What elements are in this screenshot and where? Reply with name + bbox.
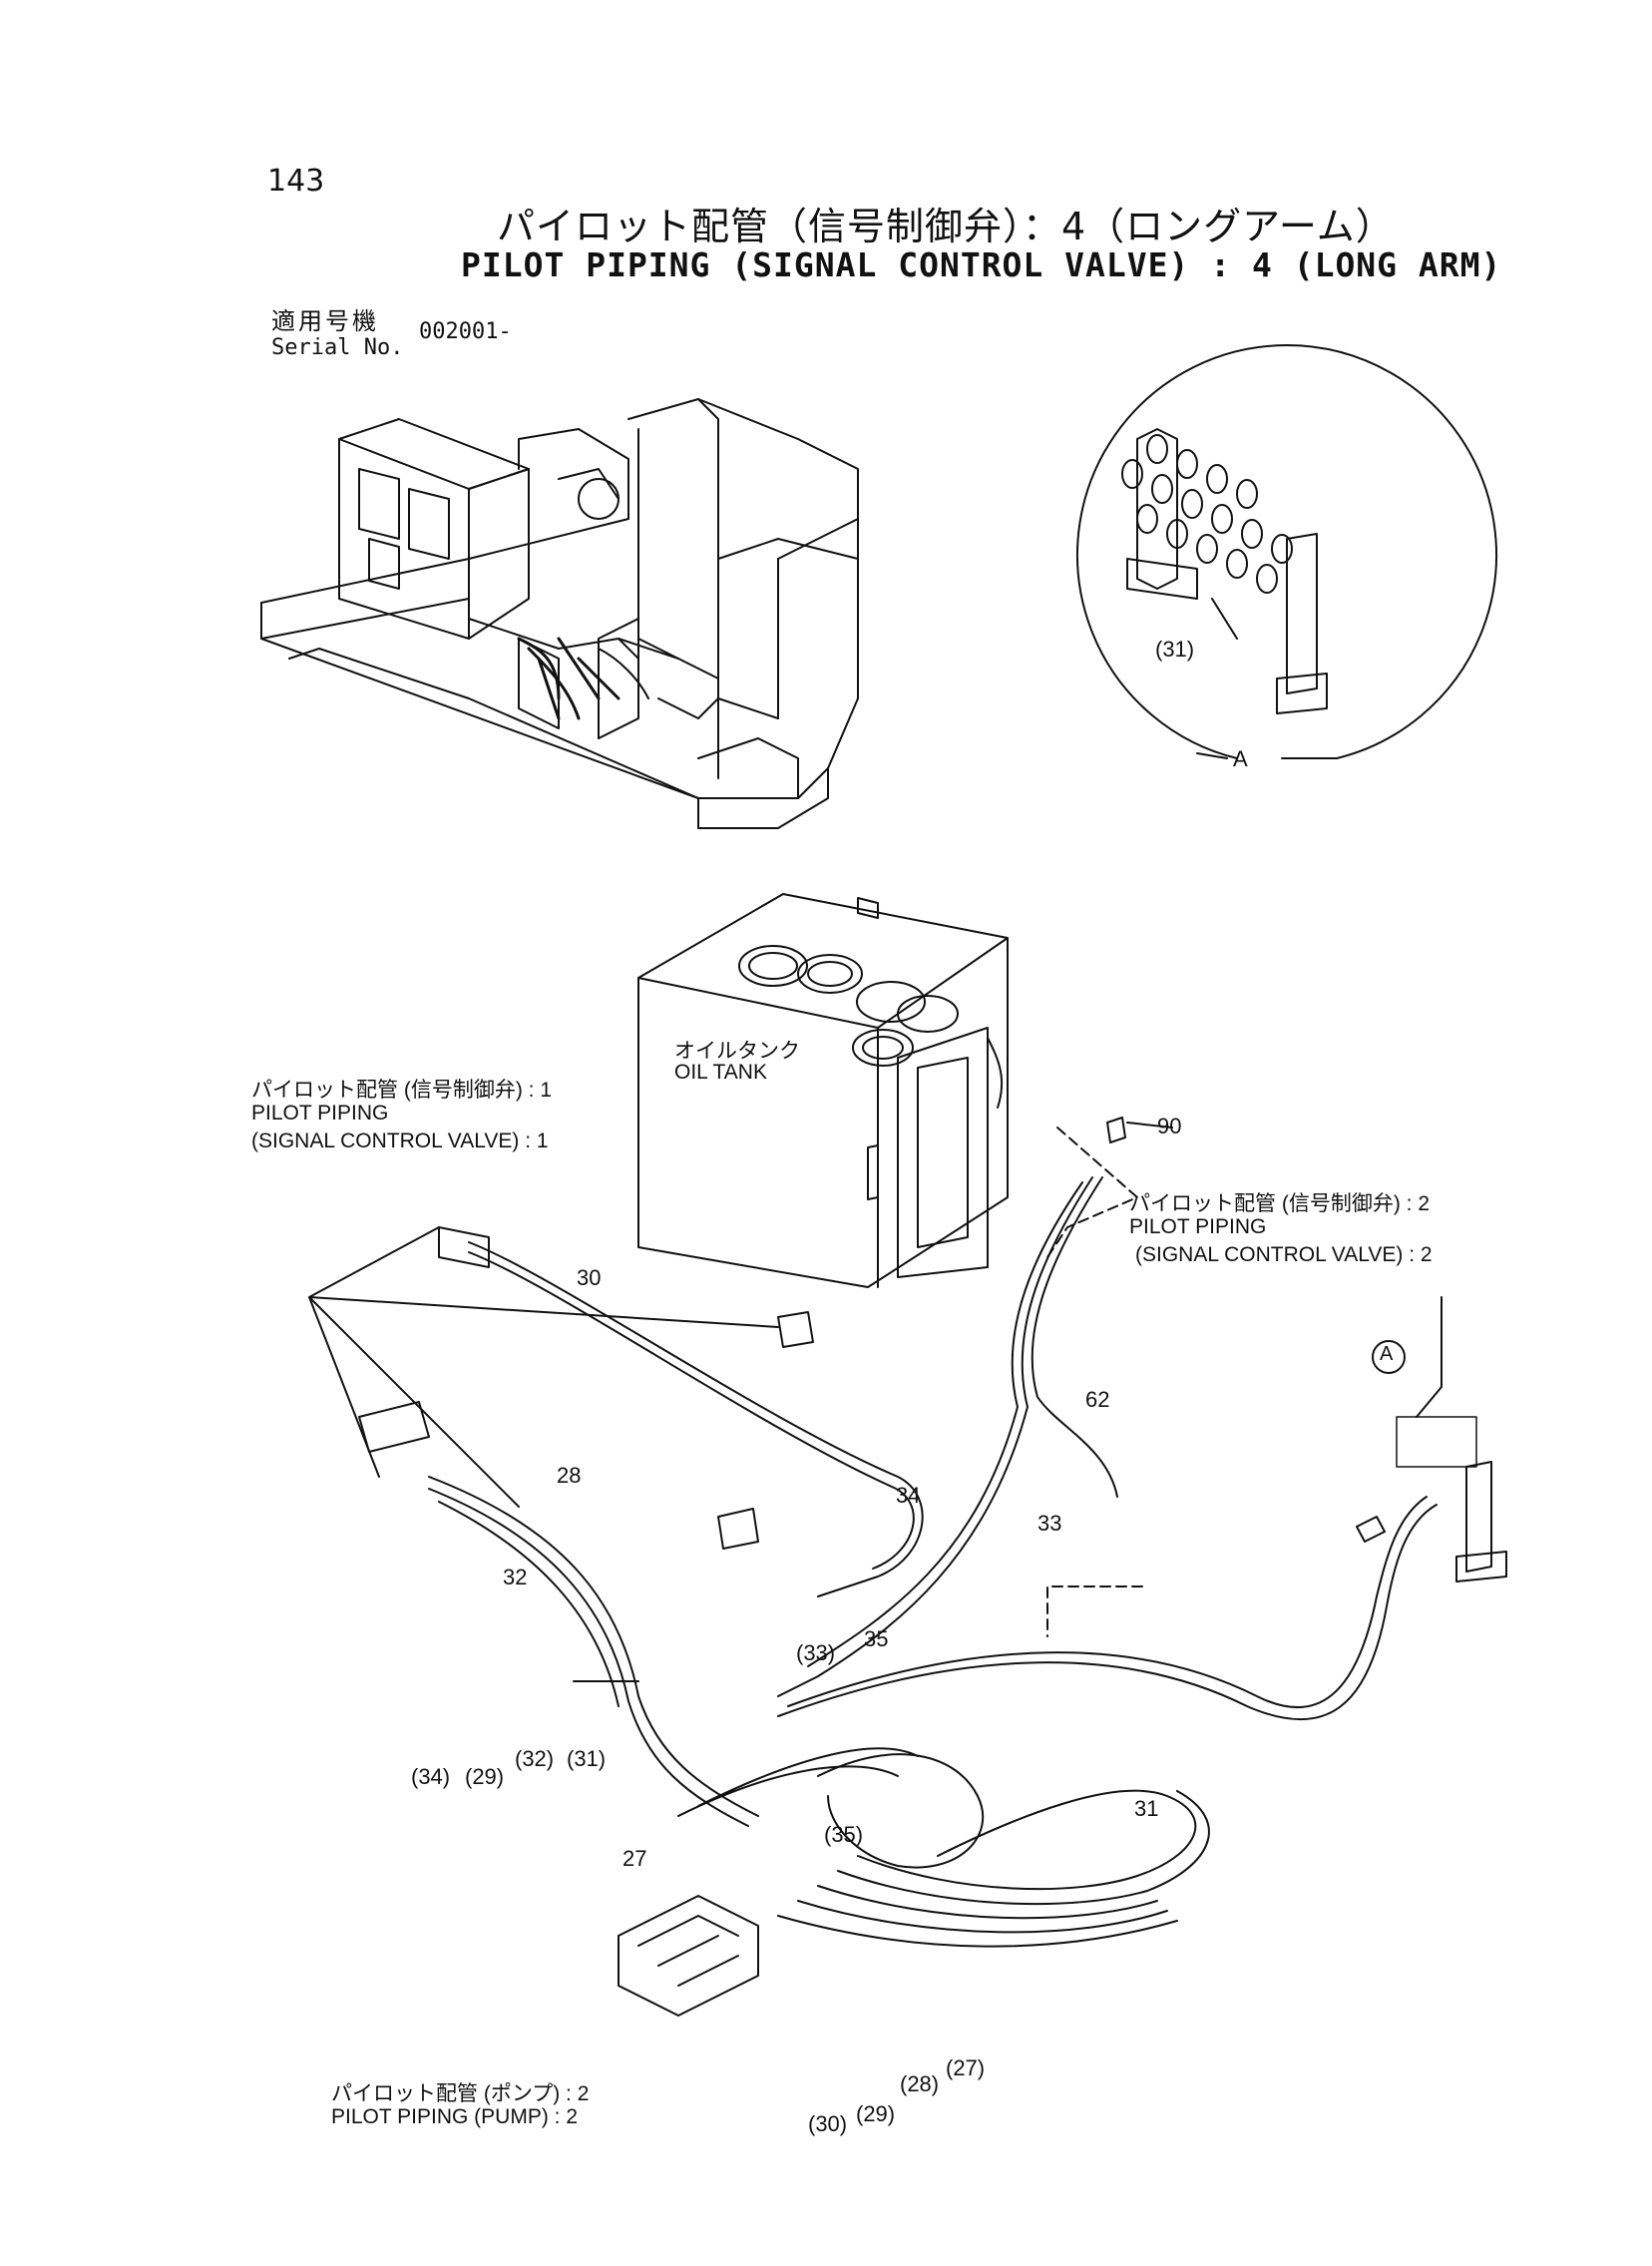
part-label-27: 27	[622, 1846, 647, 1871]
oil-tank-label-japanese: オイルタンク	[674, 1040, 800, 1063]
detail-view-circle	[1076, 344, 1497, 759]
ref-svc1-english-1: PILOT PIPING	[251, 1102, 389, 1125]
part-label-90: 90	[1157, 1114, 1182, 1138]
ref-svc1-english-2: (SIGNAL CONTROL VALVE) : 1	[251, 1130, 549, 1152]
part-ref-35: (35)	[824, 1822, 864, 1847]
ref-pump-japanese: パイロット配管 (ポンプ) : 2	[331, 2082, 590, 2105]
detail-view-label: A	[1233, 746, 1248, 771]
view-marker-label: A	[1380, 1343, 1394, 1365]
part-ref-32: (32)	[515, 1746, 555, 1771]
ref-pump-english: PILOT PIPING (PUMP) : 2	[331, 2105, 578, 2128]
page-number: 143	[267, 164, 325, 199]
serial-value: 002001-	[419, 319, 512, 344]
part-label-34: 34	[896, 1483, 921, 1508]
ref-svc2-japanese: パイロット配管 (信号制御弁) : 2	[1129, 1192, 1431, 1215]
part-label-32: 32	[503, 1565, 528, 1589]
part-label-30: 30	[577, 1265, 602, 1290]
part-ref-30: (30)	[808, 2111, 848, 2136]
ref-svc2-english-2: (SIGNAL CONTROL VALVE) : 2	[1135, 1243, 1433, 1266]
part-label-28: 28	[557, 1463, 582, 1488]
part-ref-29-bottom: (29)	[856, 2101, 896, 2126]
view-marker-circle	[1372, 1340, 1406, 1374]
part-ref-28: (28)	[900, 2071, 940, 2096]
title-japanese: パイロット配管（信号制御弁）：4（ロングアーム）	[497, 205, 1395, 248]
ref-svc1-japanese: パイロット配管 (信号制御弁) : 1	[251, 1079, 553, 1102]
title-english: PILOT PIPING (SIGNAL CONTROL VALVE) : 4 …	[461, 245, 1502, 284]
hoses	[358, 1117, 1507, 2017]
oil-tank-label-english: OIL TANK	[674, 1061, 767, 1084]
leader-lines	[308, 1122, 1443, 1682]
oil-tank-drawing	[637, 893, 1009, 1288]
part-label-33: 33	[1037, 1511, 1062, 1536]
ref-svc2-english-1: PILOT PIPING	[1129, 1215, 1267, 1238]
serial-label-japanese: 適用号機	[271, 307, 379, 335]
part-ref-31: (31)	[567, 1746, 607, 1771]
part-ref-34: (34)	[411, 1764, 451, 1789]
part-label-35: 35	[864, 1626, 889, 1651]
serial-label-english: Serial No.	[271, 335, 404, 360]
detail-callout-31: (31)	[1155, 637, 1195, 662]
part-ref-29: (29)	[465, 1764, 505, 1789]
part-label-31: 31	[1134, 1796, 1159, 1821]
machine-overview-drawing	[260, 398, 859, 829]
part-label-62: 62	[1085, 1387, 1110, 1412]
part-ref-33: (33)	[796, 1640, 836, 1665]
part-ref-27: (27)	[946, 2055, 986, 2080]
